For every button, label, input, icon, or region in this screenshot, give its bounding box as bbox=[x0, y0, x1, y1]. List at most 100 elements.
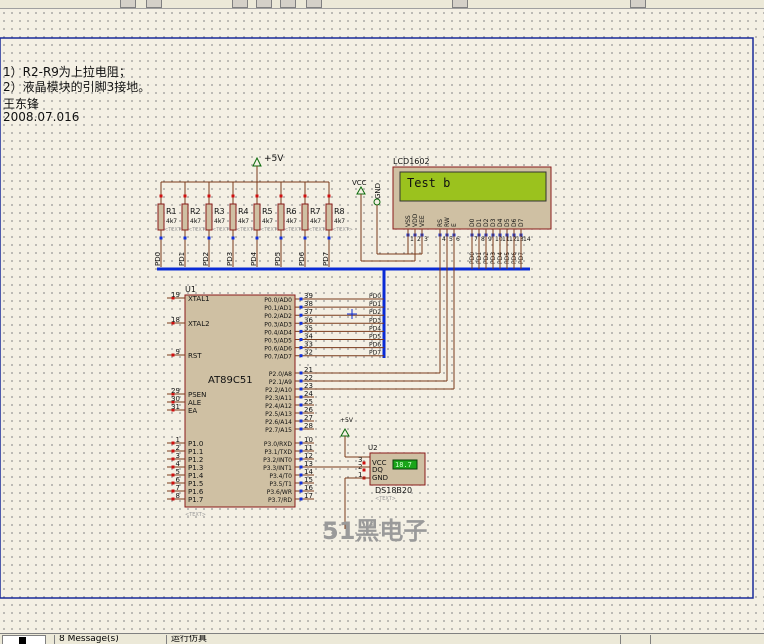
mcu-text-tag: <TEXT> bbox=[185, 512, 206, 518]
sheet-border bbox=[0, 37, 754, 599]
mcu-left-pin-number: 9 bbox=[176, 348, 180, 356]
mcu-right-pin-label: P0.7/AD7 bbox=[264, 354, 292, 361]
bus-net-label: PD2 bbox=[202, 252, 210, 266]
watermark-logo: 51黑电子 bbox=[322, 517, 427, 545]
mcu-right-pin-number: 14 bbox=[304, 468, 313, 476]
bus-net-label: PD3 bbox=[226, 252, 234, 266]
resistor-ref: R6 bbox=[286, 207, 297, 216]
toolbar-button-3[interactable] bbox=[232, 0, 248, 8]
mcu-right-pin bbox=[299, 427, 303, 431]
sensor-text-tag: <TEXT> bbox=[375, 496, 396, 502]
toolbar-button-7[interactable] bbox=[452, 0, 468, 8]
port0-net-label: PD1 bbox=[369, 301, 381, 308]
toolbar-button-8[interactable] bbox=[630, 0, 646, 8]
lcd-pin-label: D7 bbox=[518, 218, 525, 227]
lcd-pin-number: 10 bbox=[495, 236, 503, 243]
vcc-label: VCC bbox=[352, 179, 367, 187]
mcu-right-pin-label: P0.1/AD1 bbox=[264, 305, 292, 312]
mcu-right-pin bbox=[299, 395, 303, 399]
mcu-right-pin-label: P3.3/INT1 bbox=[263, 465, 292, 472]
port0-net-label: PD5 bbox=[369, 334, 381, 341]
schematic-drawing[interactable]: +5VR14k7<TEXT>PD0R24k7<TEXT>PD1R34k7<TEX… bbox=[0, 9, 764, 633]
mcu-left-pin-label: XTAL1 bbox=[188, 295, 210, 303]
mcu-right-pin-label: P2.6/A14 bbox=[265, 419, 292, 426]
mcu-right-pin-label: P0.4/AD4 bbox=[264, 329, 292, 336]
sensor-reading: 18.7 bbox=[395, 461, 412, 469]
mcu-right-pin bbox=[299, 465, 303, 469]
status-cell-1 bbox=[620, 635, 633, 644]
messages-indicator[interactable]: 8 Message(s) bbox=[54, 635, 155, 644]
lcd-pin-number: 1 bbox=[410, 236, 414, 243]
mcu-left-pin-number: 2 bbox=[176, 444, 180, 452]
power-terminal-sensor bbox=[340, 427, 350, 437]
resistor-pin-bottom bbox=[183, 236, 187, 240]
mcu-right-pin bbox=[299, 481, 303, 485]
mcu-right-pin bbox=[299, 411, 303, 415]
lcd-pin-number: 6 bbox=[456, 236, 460, 243]
resistor-pin-top bbox=[231, 194, 235, 198]
mcu-left-pin-label: P1.1 bbox=[188, 448, 203, 456]
mcu-left-pin bbox=[171, 408, 175, 412]
gnd-label: GND bbox=[374, 183, 382, 199]
note-line-1: 1）R2-R9为上拉电阻； bbox=[3, 65, 131, 79]
mcu-right-pin-label: P3.7/RD bbox=[268, 497, 292, 504]
mcu-right-pin-label: P2.5/A13 bbox=[265, 411, 292, 418]
mcu-left-pin-number: 29 bbox=[171, 387, 180, 395]
resistor-value: 4k7 bbox=[310, 218, 321, 225]
mcu-left-pin-label: ALE bbox=[188, 399, 201, 407]
sensor-pin-number: 3 bbox=[358, 456, 362, 464]
toolbar-button-6[interactable] bbox=[306, 0, 322, 8]
lcd-pin-label: D1 bbox=[476, 218, 483, 227]
resistor-value: 4k7 bbox=[214, 218, 225, 225]
lcd-pin-number: 2 bbox=[417, 236, 421, 243]
resistor-value: 4k7 bbox=[286, 218, 297, 225]
resistor-text-tag: <TEXT> bbox=[284, 227, 305, 233]
resistor-ref: R4 bbox=[238, 207, 249, 216]
lcd-pin-label: D6 bbox=[511, 218, 518, 227]
mcu-chip[interactable] bbox=[184, 294, 296, 508]
sensor-readout-box bbox=[392, 459, 418, 470]
resistor-pin-bottom bbox=[303, 236, 307, 240]
mcu-right-pin-number: 17 bbox=[304, 492, 313, 500]
resistor-text-tag: <TEXT> bbox=[188, 227, 209, 233]
resistor-pin-bottom bbox=[159, 236, 163, 240]
mcu-right-pin bbox=[299, 321, 303, 325]
mcu-left-pin-label: XTAL2 bbox=[188, 320, 210, 328]
toolbar-button-2[interactable] bbox=[146, 0, 162, 8]
stop-button[interactable] bbox=[2, 635, 46, 644]
bus-net-label: PD4 bbox=[250, 251, 258, 266]
mcu-right-pin-number: 25 bbox=[304, 398, 313, 406]
lcd-screen bbox=[399, 171, 547, 202]
mcu-right-pin-label: P2.7/A15 bbox=[265, 427, 292, 434]
mcu-right-pin-number: 39 bbox=[304, 292, 313, 300]
mcu-left-pin-label: PSEN bbox=[188, 391, 206, 399]
mcu-right-pin-number: 26 bbox=[304, 406, 313, 414]
mcu-right-pin-number: 16 bbox=[304, 484, 313, 492]
mcu-right-pin bbox=[299, 346, 303, 350]
mcu-left-pin-label: EA bbox=[188, 407, 197, 415]
schematic-canvas[interactable]: 1）R2-R9为上拉电阻； 2）液晶模块的引脚3接地。 王东锋 2008.07.… bbox=[0, 9, 764, 633]
bus-net-label: PD0 bbox=[154, 252, 162, 266]
toolbar-button-5[interactable] bbox=[280, 0, 296, 8]
mcu-left-pin-number: 19 bbox=[171, 291, 180, 299]
mcu-right-pin bbox=[299, 313, 303, 317]
resistor-pin-top bbox=[279, 194, 283, 198]
lcd-pin-number: 3 bbox=[424, 236, 428, 243]
lcd-pin-number: 14 bbox=[523, 236, 531, 243]
mcu-right-pin-number: 15 bbox=[304, 476, 313, 484]
top-toolbar bbox=[0, 0, 764, 9]
resistor-ref: R1 bbox=[166, 207, 177, 216]
lcd-pin-label: D5 bbox=[504, 218, 511, 227]
mcu-right-pin bbox=[299, 354, 303, 358]
note-date: 2008.07.016 bbox=[3, 110, 80, 124]
resistor-value: 4k7 bbox=[334, 218, 345, 225]
lcd-pin-number: 11 bbox=[502, 236, 510, 243]
resistor-ref: R7 bbox=[310, 207, 321, 216]
status-bar: 8 Message(s) 运行仿真 bbox=[0, 633, 764, 644]
toolbar-button-1[interactable] bbox=[120, 0, 136, 8]
mcu-left-pin bbox=[171, 465, 175, 469]
toolbar-button-4[interactable] bbox=[256, 0, 272, 8]
bus-net-label: PD5 bbox=[274, 252, 282, 266]
mcu-right-pin bbox=[299, 457, 303, 461]
resistor-pin-top bbox=[303, 194, 307, 198]
